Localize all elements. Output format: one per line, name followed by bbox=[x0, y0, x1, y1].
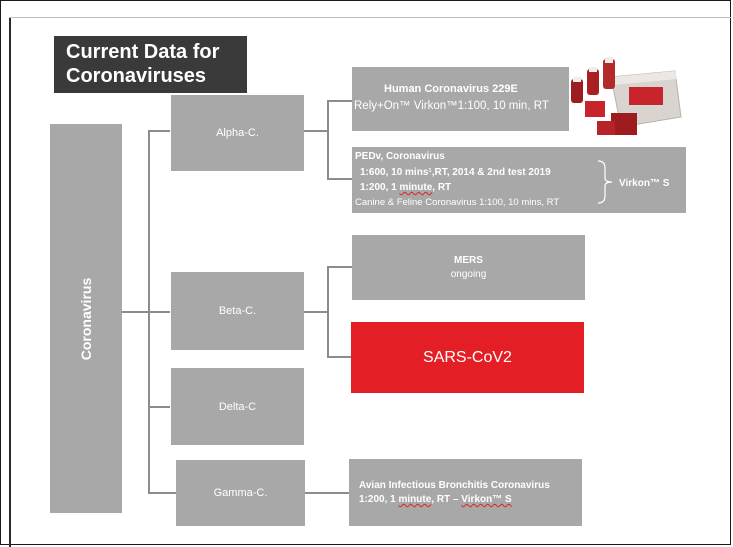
genus-label-alpha: Alpha-C. bbox=[216, 127, 259, 139]
alpha-pedv-line4: Canine & Feline Coronavirus 1:100, 10 mi… bbox=[355, 197, 560, 208]
connector-gamma bbox=[148, 492, 176, 494]
connector-beta-mers bbox=[327, 266, 352, 268]
connector-alpha bbox=[148, 130, 170, 132]
gamma-line2-b: , RT – bbox=[431, 494, 462, 505]
mers-title: MERS bbox=[454, 255, 483, 266]
connector-beta-sars bbox=[327, 356, 352, 358]
genus-label-beta: Beta-C. bbox=[218, 305, 257, 317]
gamma-ibv-protocol: 1:200, 1 minute, RT – Virkon™ S bbox=[359, 492, 512, 507]
bracket-icon bbox=[597, 160, 613, 204]
virkon-s-label: Virkon™ S bbox=[619, 178, 670, 189]
connector-alpha-229e bbox=[327, 100, 352, 102]
gamma-line2-underlined-1: minute bbox=[398, 494, 432, 505]
gamma-line2-underlined-2: Virkon™ S bbox=[461, 494, 512, 505]
connector-root bbox=[122, 311, 149, 313]
connector-alpha-vertical bbox=[327, 100, 329, 180]
frame-top-edge bbox=[9, 17, 731, 18]
alpha-pedv-line3-b: , RT bbox=[432, 182, 452, 193]
beta-mers-box: MERS ongoing bbox=[352, 235, 585, 300]
connector-alpha-out bbox=[304, 130, 328, 132]
alpha-229e-title: Human Coronavirus 229E bbox=[384, 83, 518, 95]
alpha-pedv-line3-a: 1:200, 1 bbox=[360, 182, 400, 193]
alpha-229e-box: Human Coronavirus 229E Rely+On™ Virkon™1… bbox=[352, 67, 569, 131]
connector-delta bbox=[148, 406, 170, 408]
gamma-ibv-title: Avian Infectious Bronchitis Coronavirus bbox=[359, 480, 550, 491]
genus-node-delta: Delta-C bbox=[171, 368, 304, 445]
connector-alpha-pedv bbox=[327, 178, 352, 180]
alpha-pedv-box: PEDv, Coronavirus 1:600, 10 mins¹,RT, 20… bbox=[352, 147, 594, 213]
beta-sars-cov2-box: SARS-CoV2 bbox=[351, 322, 584, 393]
alpha-pedv-title: PEDv, Coronavirus bbox=[355, 151, 445, 162]
genus-label-delta: Delta-C bbox=[218, 400, 257, 413]
gamma-line2-a: 1:200, 1 bbox=[359, 494, 399, 505]
virkon-s-panel bbox=[594, 147, 686, 213]
alpha-pedv-line3-underlined: minute bbox=[399, 182, 433, 193]
frame-left-edge bbox=[9, 17, 11, 547]
root-node-label: Coronavirus bbox=[78, 277, 94, 360]
title-line-1: Current Data for bbox=[66, 41, 220, 63]
genus-node-gamma: Gamma-C. bbox=[176, 460, 305, 526]
connector-gamma-out bbox=[305, 492, 349, 494]
virkon-product-image bbox=[571, 57, 682, 135]
gamma-ibv-box: Avian Infectious Bronchitis Coronavirus … bbox=[349, 459, 582, 526]
root-node-coronavirus: Coronavirus bbox=[50, 124, 122, 513]
genus-node-alpha: Alpha-C. bbox=[171, 95, 304, 171]
alpha-pedv-line2: 1:600, 10 mins¹,RT, 2014 & 2nd test 2019 bbox=[360, 167, 551, 178]
mers-status: ongoing bbox=[450, 269, 487, 280]
alpha-pedv-line3: 1:200, 1 minute, RT bbox=[360, 180, 451, 195]
genus-node-beta: Beta-C. bbox=[171, 272, 304, 350]
connector-beta bbox=[148, 311, 170, 313]
slide-title: Current Data for Coronaviruses bbox=[54, 36, 247, 93]
genus-label-gamma: Gamma-C. bbox=[213, 487, 268, 499]
title-line-2: Coronaviruses bbox=[66, 65, 207, 87]
sars-cov2-label: SARS-CoV2 bbox=[423, 348, 512, 366]
alpha-229e-protocol: Rely+On™ Virkon™1:100, 10 min, RT bbox=[354, 100, 549, 112]
connector-beta-vertical bbox=[327, 266, 329, 358]
connector-beta-out bbox=[304, 311, 328, 313]
